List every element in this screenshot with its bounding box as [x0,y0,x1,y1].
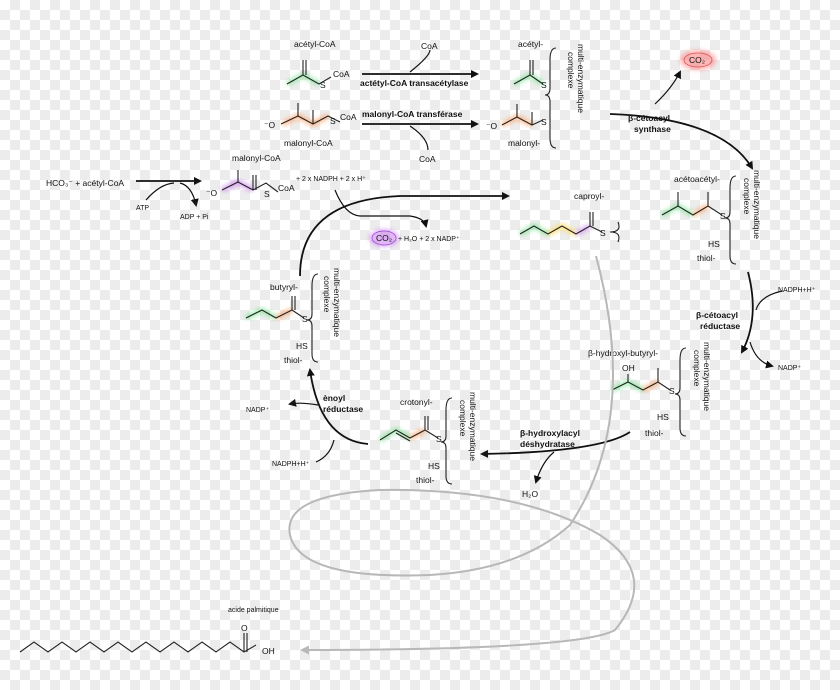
transacetylase-label: actétyl-CoA transacétylase [360,78,469,88]
acetyl-coa-molecule: acétyl-CoA S CoA [285,39,350,90]
elongation-cycle-arrow [299,192,510,277]
enoyl-label-1: ènoyl [323,393,345,403]
nadp-label: NADP⁺ [246,407,269,414]
sulfur-label: S [669,386,675,396]
crotonyl-complex: crotonyl- S HS thiol- complexe multi-enz… [378,392,478,485]
loaded-complex: acétyl- S ⁻O S malonyl- complexe multi-e… [486,39,586,149]
malonyl-formation: HCO₃⁻ + acétyl-CoA ATP ADP + Pi malonyl-… [46,153,295,221]
multi-enzyme-label: multi-enzymatique [702,342,712,411]
caproyl-label: caproyl- [574,191,604,201]
butyryl-label: butyryl- [270,282,298,292]
co2-label: CO₂ [376,233,392,243]
hs-label: HS [708,239,720,249]
multi-enzyme-label: multi-enzymatique [468,392,478,461]
hs-label: HS [428,461,440,471]
thiol-label: thiol- [645,428,664,438]
hs-label: HS [296,341,308,351]
enoyl-label-2: réductase [323,404,363,414]
acetyl-coa-label: acétyl-CoA [294,39,336,49]
sulfur-label: S [541,80,547,90]
thiol-label: thiol- [284,355,303,365]
adp-label: ADP + Pi [180,214,209,221]
transacetylase-step: CoA actétyl-CoA transacétylase [360,41,479,88]
deshydratase-label-2: déshydratase [520,439,575,449]
acetoacetyl-label: acétoacétyl- [674,174,720,184]
byproducts-label: + H₂O + 2 x NADP⁺ [398,236,460,243]
palmitic-acid-label: acide palmitique [228,607,279,614]
complex-label: complexe [458,400,468,437]
reductase-step: NADPH+H⁺ NADP⁺ β-cétoacyl réductase [696,271,816,372]
butyryl-complex: butyryl- S HS thiol- complexe multi-enzy… [244,268,342,365]
synthase-label-2: synthase [634,124,671,134]
cycle-inputs-outputs: + 2 x NADPH + 2 x H⁺ CO₂ + H₂O + 2 x NAD… [296,176,460,247]
oxygen-label: O [241,623,248,633]
complex-label: complexe [566,52,576,89]
transferase-label: malonyl-CoA transférase [362,109,463,119]
atp-label: ATP [136,205,149,212]
o-minus-label: ⁻O [264,120,275,130]
coa-label: CoA [419,154,436,164]
sulfur-label: S [302,314,308,324]
sulfur-label: S [720,211,726,221]
h2o-label: H₂O [522,489,538,499]
oh-label: OH [622,363,635,373]
coa-label: CoA [340,112,357,122]
multi-enzyme-label: multi-enzymatique [752,170,762,239]
complex-label: complexe [742,178,752,215]
complex-label: complexe [692,350,702,387]
sulfur-label: S [264,189,270,199]
hydroxybutyryl-complex: β-hydroxyl-butyryl- OH S HS thiol- compl… [588,342,712,438]
coa-label: CoA [333,69,350,79]
transferase-step: malonyl-CoA transférase CoA [362,109,479,164]
malonyl-coa-label: malonyl-CoA [232,153,281,163]
complex-label: complexe [322,276,332,313]
coa-label: CoA [278,183,295,193]
synthase-step: β-cétoacyl synthase [609,70,754,170]
deshydratase-step: β-hydroxylacyl déshydratase H₂O [480,428,631,499]
crotonyl-label: crotonyl- [400,397,433,407]
synthase-label-1: β-cétoacyl [628,113,670,123]
reductase-label-2: réductase [700,321,740,331]
hco3-label: HCO₃⁻ + acétyl-CoA [46,178,124,188]
multi-enzyme-label: multi-enzymatique [332,268,342,337]
nadph-label: NADPH+H⁺ [272,461,310,468]
multi-enzyme-label: multi-enzymatique [576,44,586,113]
hs-label: HS [657,412,669,422]
o-minus-label: ⁻O [206,188,217,198]
thiol-label: thiol- [697,253,716,263]
caproyl-complex: caproyl- S [518,191,620,243]
malonyl-coa-label: malonyl-CoA [284,138,333,148]
palmitic-acid: acide palmitique O OH [19,607,279,656]
nadph-label: NADPH+H⁺ [778,287,816,294]
sulfur-label: S [320,80,326,90]
hydroxybutyryl-label: β-hydroxyl-butyryl- [588,348,658,358]
repeat-cycle-loop [288,255,636,655]
o-minus-label: ⁻O [486,121,497,131]
deshydratase-label-1: β-hydroxylacyl [520,428,580,438]
malonyl-label: malonyl- [508,138,540,148]
sulfur-label: S [600,228,606,238]
sulfur-label: S [541,117,547,127]
acetyl-label: acétyl- [518,39,543,49]
acetoacetyl-complex: acétoacétyl- S HS thiol- complexe multi-… [660,170,762,265]
enoyl-reductase-step: NADP⁺ NADPH+H⁺ ènoyl réductase [246,368,369,468]
thiol-label: thiol- [416,475,435,485]
oh-label: OH [262,646,275,656]
nadp-label: NADP⁺ [778,365,801,372]
co2-release-top: CO₂ [680,50,716,70]
co2-label: CO₂ [689,55,705,65]
coa-label: CoA [421,41,438,51]
nadph-input-label: + 2 x NADPH + 2 x H⁺ [296,176,366,183]
sulfur-label: S [330,116,336,126]
sulfur-label: S [436,434,442,444]
malonyl-coa-molecule: ⁻O S CoA malonyl-CoA [264,103,357,148]
reductase-label-1: β-cétoacyl [696,310,738,320]
